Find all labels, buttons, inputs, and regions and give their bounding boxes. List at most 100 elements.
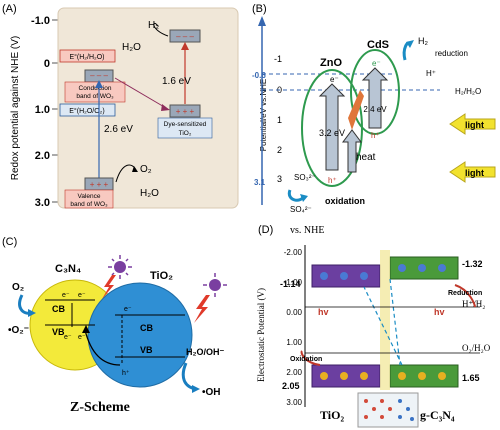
so4-label: SO₄²⁻ <box>290 205 312 214</box>
panel-b-tick: 2 <box>277 145 282 155</box>
electron-transfer-arrow <box>114 77 167 109</box>
d-oxidation-arrow <box>300 350 321 366</box>
vs-nhe-label: vs. NHE <box>290 225 324 236</box>
oxidation-label: oxidation <box>325 196 365 206</box>
panel-d-tick: -2.00 <box>284 248 303 257</box>
panel-b-label: (B) <box>252 3 267 15</box>
cds-gap-arrow <box>361 67 389 129</box>
val-neg06: -0.6 <box>252 71 266 80</box>
c-oh-radical-label: •OH <box>202 387 221 398</box>
cds-ellipse <box>350 49 400 135</box>
heterostructure-image <box>357 392 419 428</box>
h2o-top-label: H₂O <box>122 42 141 53</box>
tio2-sphere <box>87 282 193 388</box>
panel-d-tick: -1.00 <box>284 278 303 287</box>
zno-gap-arrow <box>318 83 346 171</box>
c-h2o-oh-label: H₂O/OH⁻ <box>186 347 224 357</box>
heat-arrow <box>342 129 362 173</box>
light-label: light <box>465 120 484 130</box>
z-scheme-transfer-arrow <box>84 329 121 366</box>
val-205: 2.05 <box>282 381 300 391</box>
h2-reaction-arrow <box>153 22 169 37</box>
panel-a-tick: 1.0 <box>35 104 50 116</box>
tio2-electrons <box>320 272 368 280</box>
h2o-bottom-label: H₂O <box>140 188 159 199</box>
o2-h2o-label: O₂/H₂O <box>462 343 491 353</box>
panel-d-tick: 1.00 <box>286 338 302 347</box>
tio2-electron: e⁻ <box>124 306 132 313</box>
tio2-holes <box>320 372 368 380</box>
d-reduction-label: Reduction <box>448 290 482 297</box>
cds-hole: h⁺ <box>371 131 380 140</box>
d-oxidation-label: Oxidation <box>290 356 322 363</box>
d-gc3n4-label: g-C₃N₄ <box>420 408 455 422</box>
c3n4-electron: e⁻ <box>78 292 86 299</box>
o2-level-label: E°(H₂O/O₂) <box>69 107 104 115</box>
heat-wedge <box>348 90 364 130</box>
heat-label: heat <box>356 152 376 163</box>
holes-icon: + + + <box>90 180 109 189</box>
dye-tio2-label: Dye-sensitized <box>164 121 207 128</box>
zno-electron: e⁻ <box>330 75 339 84</box>
panel-a-tick: 3.0 <box>35 197 50 209</box>
gc3n4-electrons <box>398 264 446 272</box>
panel-d-label: (D) <box>258 224 273 236</box>
panel-a-tick: 0 <box>44 58 50 70</box>
c3n4-label: C₃N₄ <box>55 263 81 275</box>
tio2-hole: h⁺ <box>122 370 130 377</box>
o2-level-box <box>59 103 116 117</box>
zno-label: ZnO <box>320 57 342 69</box>
panel-d-tick: 3.00 <box>286 398 302 407</box>
val-114: -1.14 <box>280 279 301 289</box>
dye-tio2-lower-block <box>169 104 201 118</box>
panel-b-tick: 1 <box>277 115 282 125</box>
c-o2-radical-label: •O₂⁻ <box>8 325 29 336</box>
dye-tio2-label: TiO₂ <box>179 130 192 137</box>
zno-gap-label: 3.2 eV <box>319 128 345 138</box>
holes-icon: + + + <box>176 107 195 116</box>
panel-a: (A) Redox potential against NHE (V) -1.0… <box>2 3 239 209</box>
interface-strip <box>380 250 390 390</box>
so3-label: SO₃²⁻ <box>294 173 316 182</box>
electrons-icon: – – – <box>90 71 108 80</box>
tio2-vb-label: VB <box>140 345 153 355</box>
sun-icon <box>203 273 227 297</box>
panel-b-tick: -1 <box>274 54 282 64</box>
gc3n4-hv-label: hv <box>434 307 445 317</box>
c3n4-cb-label: CB <box>52 304 65 314</box>
h2-h2o-label: H₂/H₂O <box>455 87 481 96</box>
wo3-gap-label: 2.6 eV <box>104 124 133 135</box>
panel-a-tick: 2.0 <box>35 150 50 162</box>
panel-b: (B) Potential/eV vs.NHE -1 0 1 2 3 -0.6 … <box>252 3 496 214</box>
light-arrow-icon <box>449 161 496 183</box>
electrons-icon: – – – <box>176 32 194 41</box>
sun-icon <box>108 255 132 279</box>
val-31: 3.1 <box>254 178 266 187</box>
panel-c: (C) C₃N₄ TiO₂ CB VB e⁻ e⁻ e⁻ e⁻ CB VB e⁻… <box>2 236 227 415</box>
panel-a-y-axis-label: Redox potential against NHE (V) <box>10 36 21 181</box>
h2-level-label: E°(H₂/H₂O) <box>69 53 104 61</box>
panel-d: (D) vs. NHE Electrostatic Potential (V) … <box>256 224 491 428</box>
panel-d-tick: 2.00 <box>286 368 302 377</box>
hplus-reactant: H⁺ <box>426 69 436 78</box>
cds-electron: e⁻ <box>372 59 381 68</box>
c3n4-vb-label: VB <box>52 327 65 337</box>
wo3-vb-label: band of WO₃ <box>70 201 108 208</box>
panel-d-y-axis-label: Electrostatic Potential (V) <box>256 288 266 382</box>
d-tio2-label: TiO₂ <box>320 408 344 422</box>
tio2-hv-label: hv <box>318 307 329 317</box>
val-165: 1.65 <box>462 373 480 383</box>
wo3-cb-label: band of WO₃ <box>76 93 114 100</box>
cds-label: CdS <box>367 39 389 51</box>
zno-hole: h⁺ <box>328 176 337 185</box>
gc3n4-holes <box>398 372 446 380</box>
lightning-icon <box>102 275 116 299</box>
wo3-cb-label-box <box>64 81 126 103</box>
c3n4-electron: e⁻ <box>62 292 70 299</box>
panel-c-label: (C) <box>2 236 17 248</box>
panel-b-h2: H₂ <box>418 36 428 46</box>
c3n4-hole: e⁻ <box>64 334 72 341</box>
z-scheme-label: Z-Scheme <box>70 400 130 415</box>
o2-label: O₂ <box>140 164 152 175</box>
dye-gap-label: 1.6 eV <box>162 76 191 87</box>
